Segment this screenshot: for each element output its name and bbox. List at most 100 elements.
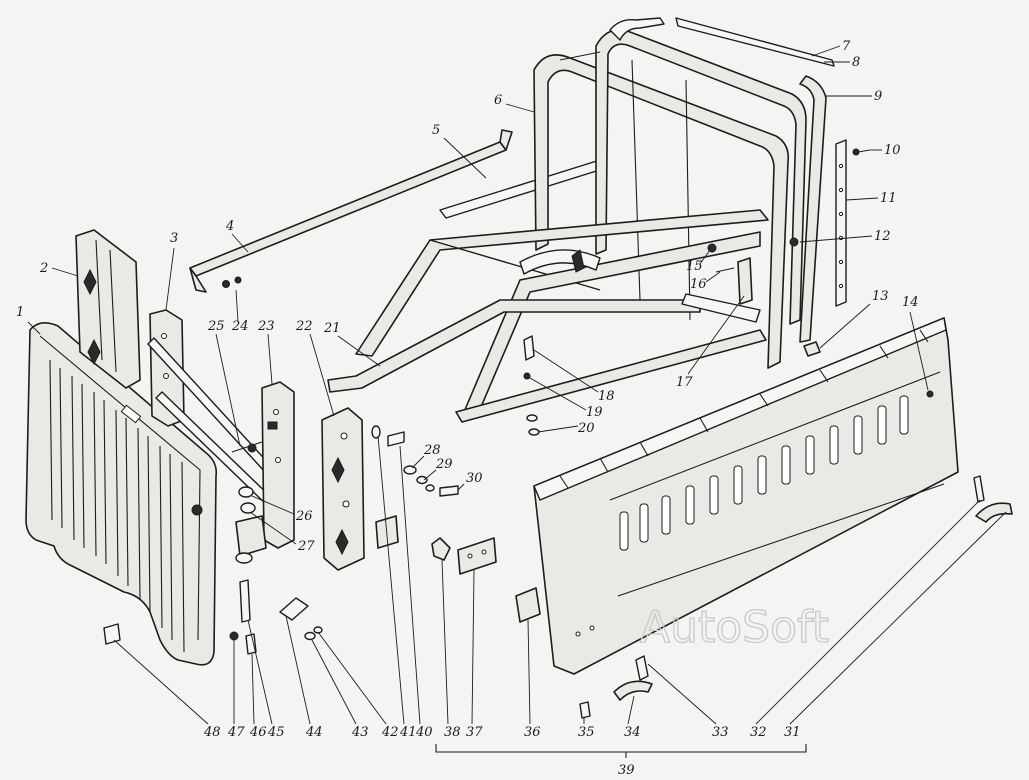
callout-label-7: 7 (842, 39, 851, 54)
callout-label-45: 45 (267, 725, 285, 740)
callout-label-47: 47 (227, 725, 245, 740)
callout-label-38: 38 (444, 725, 461, 740)
leader-line-40 (399, 445, 421, 725)
leader-line-1 (27, 321, 41, 335)
tailgate-part-33 (533, 317, 959, 675)
callout-label-20: 20 (577, 421, 595, 436)
callout-label-25: 25 (207, 319, 225, 334)
tailgate-slots (619, 395, 909, 551)
leader-line-22 (309, 333, 335, 417)
leader-line-3 (165, 247, 175, 311)
callout-label-6: 6 (494, 93, 502, 108)
leader-line-4 (231, 233, 249, 253)
leader-line-42 (317, 631, 387, 725)
leader-line-5 (443, 137, 487, 179)
group-label-39: 39 (618, 763, 635, 778)
fasteners-28-43 (279, 425, 459, 641)
callout-label-44: 44 (305, 725, 323, 740)
callout-label-5: 5 (432, 123, 440, 138)
seat-frame (327, 209, 769, 423)
callout-label-37: 37 (466, 725, 483, 740)
leader-line-26 (251, 495, 295, 515)
callout-label-30: 30 (466, 471, 483, 486)
trim-strips-7-9 (609, 17, 835, 343)
callout-label-16: 16 (690, 277, 707, 292)
leader-line-32 (755, 499, 981, 725)
leader-line-17 (687, 295, 745, 375)
leader-line-12 (799, 235, 873, 243)
group-bracket (435, 744, 807, 758)
callout-label-9: 9 (874, 89, 882, 104)
bolts-44-48 (103, 579, 257, 655)
callout-label-29: 29 (435, 457, 453, 472)
leader-line-14 (909, 311, 929, 391)
leader-line-41 (377, 435, 405, 725)
leader-line-18 (533, 349, 599, 393)
leader-line-36 (527, 619, 531, 725)
leader-line-23 (267, 333, 273, 385)
callout-label-3: 3 (170, 231, 178, 246)
callout-label-14: 14 (902, 295, 919, 310)
callout-label-41: 41 (399, 725, 417, 740)
leader-line-21 (337, 335, 381, 367)
callout-label-32: 32 (750, 725, 767, 740)
leader-line-37 (471, 569, 475, 725)
leader-line-20 (537, 425, 579, 433)
side-panel-part-1 (25, 322, 218, 666)
leader-line-11 (845, 197, 879, 201)
leader-line-27 (249, 511, 297, 545)
callout-label-43: 43 (351, 725, 369, 740)
callout-label-4: 4 (225, 219, 234, 234)
leader-line-38 (441, 559, 449, 725)
leader-line-44 (285, 615, 311, 725)
watermark-text: AutoSoft (640, 602, 829, 653)
leader-line-25 (215, 333, 241, 447)
leader-line-15 (699, 249, 711, 265)
rail-part-4 (189, 129, 513, 293)
callout-label-26: 26 (295, 509, 313, 524)
frame-part-6 (533, 29, 807, 369)
hinge-knuckles (559, 329, 929, 489)
callout-label-46: 46 (249, 725, 267, 740)
callout-label-40: 40 (415, 725, 433, 740)
callout-label-42: 42 (381, 725, 399, 740)
frame-part-5 (439, 159, 607, 219)
leader-line-16 (705, 271, 721, 283)
panel-ribs (49, 359, 185, 653)
callout-label-1: 1 (16, 305, 24, 320)
leader-line-33 (647, 663, 717, 725)
callout-label-24: 24 (231, 319, 249, 334)
callout-label-35: 35 (578, 725, 595, 740)
callout-label-15: 15 (686, 259, 703, 274)
callout-label-21: 21 (323, 321, 341, 336)
callout-label-36: 36 (524, 725, 541, 740)
callout-label-23: 23 (257, 319, 275, 334)
strip-part-11 (835, 139, 847, 307)
callout-label-27: 27 (297, 539, 315, 554)
callout-label-8: 8 (852, 55, 860, 70)
fasteners-10-16 (707, 148, 871, 357)
leader-line-29 (423, 469, 437, 481)
callout-label-13: 13 (872, 289, 889, 304)
leader-line-48 (113, 639, 209, 725)
leader-line-34 (627, 695, 635, 725)
tailgate-hardware-31-36 (515, 475, 1013, 719)
callout-label-31: 31 (784, 725, 801, 740)
callout-label-18: 18 (598, 389, 615, 404)
bracket-part-2 (75, 229, 141, 389)
callout-label-22: 22 (295, 319, 313, 334)
callout-label-28: 28 (423, 443, 441, 458)
callout-label-17: 17 (676, 375, 693, 390)
leader-line-30 (457, 483, 465, 491)
leader-line-45 (247, 619, 273, 725)
leader-line-46 (251, 653, 255, 725)
leader-line-2 (51, 267, 79, 277)
leader-line-24 (235, 289, 239, 323)
leader-line-43 (311, 639, 357, 725)
callout-label-10: 10 (884, 143, 901, 158)
leader-line-31 (789, 511, 1007, 725)
fasteners-25-27 (231, 441, 267, 564)
hinge-parts-37-38 (431, 537, 497, 575)
leader-line-13 (819, 303, 871, 349)
